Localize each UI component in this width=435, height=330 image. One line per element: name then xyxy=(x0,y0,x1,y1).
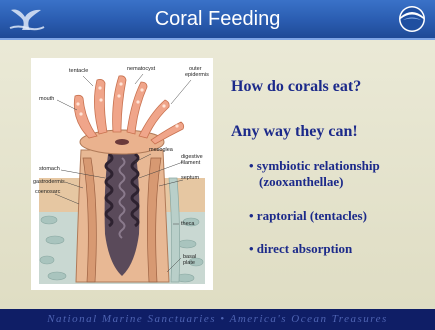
bullet-zooxanthellae: (zooxanthellae) xyxy=(259,174,343,190)
label-tentacle: tentacle xyxy=(69,68,88,74)
label-basal-plate-line2: plate xyxy=(183,260,195,266)
label-theca: theca xyxy=(181,221,194,227)
label-stomach: stomach xyxy=(39,166,60,172)
label-digestive-filament-line2: filament xyxy=(181,160,200,166)
bullet-direct-absorption: • direct absorption xyxy=(249,241,352,257)
footer-text: National Marine Sanctuaries • America's … xyxy=(0,309,435,330)
label-mesoglea: mesoglea xyxy=(149,147,173,153)
label-mouth: mouth xyxy=(39,96,54,102)
slide-title: Coral Feeding xyxy=(0,0,435,38)
question-heading: How do corals eat? xyxy=(231,78,361,96)
noaa-globe-logo-icon xyxy=(397,4,427,34)
label-outer-epidermis-line2: epidermis xyxy=(185,72,209,78)
label-nematocyst: nematocyst xyxy=(127,66,155,72)
footer-bar: National Marine Sanctuaries • America's … xyxy=(0,309,435,330)
bullet-raptorial: • raptorial (tentacles) xyxy=(249,208,367,224)
label-septum: septum xyxy=(181,175,199,181)
title-bar: Coral Feeding xyxy=(0,0,435,40)
answer-heading: Any way they can! xyxy=(231,123,358,141)
bullet-symbiotic-relationship: • symbiotic relationship xyxy=(249,158,380,174)
coral-polyp-diagram: tentacle nematocyst outer epidermis mout… xyxy=(31,58,213,290)
label-coenosarc: coenosarc xyxy=(35,189,60,195)
label-gastrodermis: gastrodermis xyxy=(33,179,65,185)
